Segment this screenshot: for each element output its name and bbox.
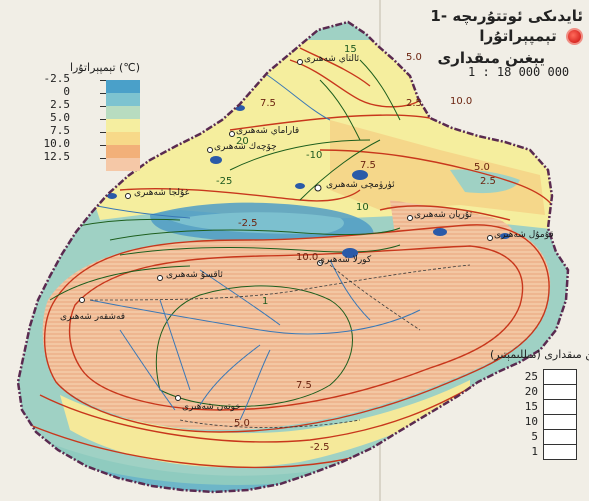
temperature-legend-label: 12.5	[43, 150, 71, 163]
temperature-legend-tick	[100, 132, 106, 133]
precipitation-legend-label: 10	[524, 415, 538, 428]
contour-label: 7.5	[260, 98, 276, 109]
title-bullet-icon	[566, 28, 583, 45]
precipitation-legend-box	[543, 369, 577, 385]
temperature-legend-row: 5.0	[22, 111, 144, 132]
contour-label: 2.5	[480, 176, 496, 187]
temperature-legend-tick	[100, 119, 106, 120]
temperature-legend-tick	[100, 93, 106, 94]
region-border	[16, 20, 570, 494]
city-label-kashgar: قەشقەر شەھىرى	[60, 312, 126, 322]
precipitation-legend-box	[543, 444, 577, 460]
precipitation-legend-label: 15	[524, 400, 538, 413]
precipitation-legend-row: 1	[490, 444, 589, 460]
precipitation-legend-row: 10	[490, 414, 589, 430]
city-label-hami: قۇمۇل شەھىرى	[494, 230, 554, 240]
precipitation-legend-box	[543, 414, 577, 430]
contour-label: 10.0	[296, 252, 319, 263]
precipitation-legend-row: 25	[490, 369, 589, 385]
city-label-turpan: تۇرپان شەھىرى	[414, 210, 473, 220]
precipitation-legend-box	[543, 429, 577, 445]
precipitation-legend-row: 5	[490, 429, 589, 445]
temperature-legend-label: 5.0	[50, 111, 70, 124]
precipitation-legend-row: 15	[490, 399, 589, 415]
temperature-legend-tick	[100, 80, 106, 81]
city-label-altay: ئالتاي شەھىرى	[304, 54, 360, 64]
contour-label: 2.5	[406, 98, 422, 109]
precipitation-legend-box	[543, 399, 577, 415]
contour-label: -10	[306, 150, 323, 161]
temperature-legend-label: -2.5	[43, 72, 71, 85]
contour-label: 7.5	[360, 160, 376, 171]
contour-label: 5.0	[474, 162, 490, 173]
contour-label: 5.0	[406, 52, 422, 63]
temperature-legend-swatch	[106, 132, 140, 145]
contour-label: 1	[262, 296, 269, 307]
map-title: 1- ئايدىكى ئوتتۇرىچە تېمپېراتۇرا يېغىن م…	[378, 6, 583, 68]
precipitation-legend: يېغىن مىقدارى (مىللىمېتىر) 25 20 15 10 5 1	[490, 348, 589, 460]
temperature-legend-row: 2.5	[22, 98, 144, 119]
contour-label: 20	[236, 136, 249, 147]
city-label-aksu: ئاقسۇ شەھىرى	[166, 270, 223, 280]
temperature-legend-row: 12.5	[22, 150, 144, 171]
temperature-legend-swatch	[106, 93, 140, 106]
contour-label: 10.0	[450, 96, 473, 107]
city-label-korla: كورلا شەھىرى	[318, 255, 372, 265]
contour-label: -2.5	[238, 218, 258, 229]
temperature-legend-title: تېمپېراتۇرا (℃)	[69, 61, 140, 74]
city-label-ghulja: غۇلجا شەھىرى	[134, 188, 190, 198]
temperature-legend-label: 7.5	[50, 124, 70, 137]
map-scale: 1 : 18 000 000	[468, 65, 570, 79]
temperature-legend-swatch	[106, 80, 140, 93]
temperature-legend-tick	[100, 106, 106, 107]
temperature-legend-label: 10.0	[43, 137, 71, 150]
contour-label: -25	[216, 176, 233, 187]
contour-label: 15	[344, 44, 357, 55]
temperature-legend-tick	[100, 158, 106, 159]
contour-label: 10	[356, 202, 369, 213]
contour-label: -2.5	[310, 442, 330, 453]
contour-label: 5.0	[234, 418, 250, 429]
temperature-legend-row: -2.5	[22, 72, 144, 93]
temperature-legend-label: 0	[63, 85, 70, 98]
temperature-legend-row: 7.5	[22, 124, 144, 145]
temperature-legend-swatch	[106, 158, 140, 171]
precipitation-legend-box	[543, 384, 577, 400]
temperature-legend-swatch	[106, 119, 140, 132]
map-title-line1: 1- ئايدىكى ئوتتۇرىچە تېمپېراتۇرا	[430, 7, 583, 45]
city-label-urumqi: ئۈرۈمچى شەھىرى	[326, 180, 395, 190]
precipitation-legend-label: 20	[524, 385, 538, 398]
precipitation-legend-label: 25	[524, 370, 538, 383]
precipitation-legend-row: 20	[490, 384, 589, 400]
city-label-chochek: چۆچەك شەھىرى	[214, 142, 277, 152]
temperature-legend-swatch	[106, 145, 140, 158]
precipitation-legend-title: يېغىن مىقدارى (مىللىمېتىر)	[490, 348, 589, 361]
temperature-legend-tick	[100, 145, 106, 146]
temperature-legend-swatch	[106, 106, 140, 119]
precipitation-legend-label: 5	[531, 430, 538, 443]
precipitation-legend-label: 1	[531, 445, 538, 458]
city-label-karamay: قاراماي شەھىرى	[236, 126, 300, 136]
map-title-line2: يېغىن مىقدارى	[437, 49, 545, 67]
temperature-legend-row: 0	[22, 85, 144, 106]
contour-label: 7.5	[296, 380, 312, 391]
city-label-hotan: خوتەن شەھىرى	[182, 402, 241, 412]
temperature-legend-row: 10.0	[22, 137, 144, 158]
temperature-legend-label: 2.5	[50, 98, 70, 111]
